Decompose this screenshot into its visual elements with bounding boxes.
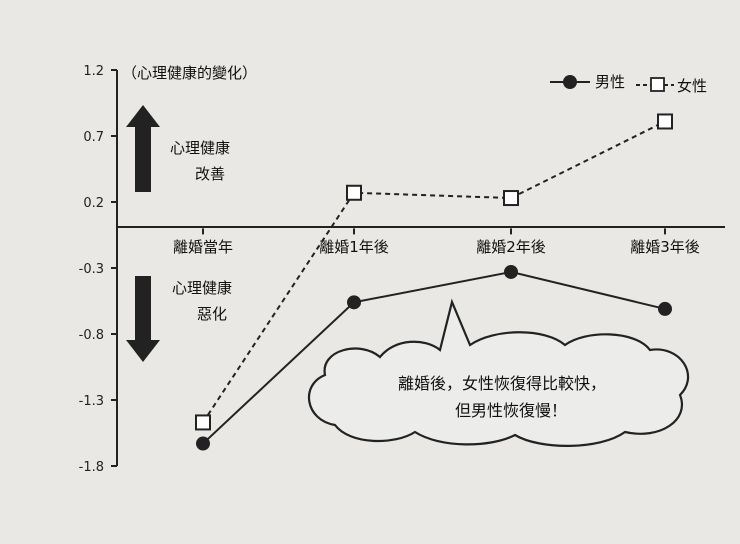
y-tick-label: 1.2 xyxy=(83,64,104,79)
male-series-line xyxy=(202,270,666,445)
male-point xyxy=(504,264,518,279)
legend: 男性 女性 xyxy=(550,73,707,95)
bubble-text-line2: 但男性恢復慢！ xyxy=(455,401,567,420)
y-tick-label: -0.3 xyxy=(79,262,104,277)
legend-female-marker xyxy=(650,77,665,92)
y-tick-label: 0.2 xyxy=(83,196,104,211)
female-point xyxy=(346,184,362,201)
up-arrow-icon xyxy=(126,105,160,192)
y-tick-label: -0.8 xyxy=(79,328,104,343)
bubble-text-line1: 離婚後，女性恢復得比較快， xyxy=(398,374,606,393)
worsen-label-line2: 惡化 xyxy=(197,305,227,323)
worsen-annotation: 心理健康 惡化 xyxy=(126,276,232,362)
down-arrow-icon xyxy=(126,276,160,362)
y-ticks: 1.2 0.7 0.2 -0.3 -0.8 -1.3 -1.8 xyxy=(79,64,117,475)
legend-male-label: 男性 xyxy=(595,73,625,91)
y-tick-label: -1.8 xyxy=(79,460,104,475)
female-point xyxy=(657,113,673,130)
female-point xyxy=(195,414,211,431)
male-point xyxy=(347,295,361,310)
category-label: 離婚3年後 xyxy=(630,238,700,256)
series-layer xyxy=(195,113,673,451)
category-label: 離婚當年 xyxy=(173,238,233,256)
female-point xyxy=(503,190,519,207)
improve-label-line2: 改善 xyxy=(195,165,225,183)
legend-female-label: 女性 xyxy=(677,77,707,95)
legend-male-marker xyxy=(563,75,577,89)
improve-annotation: 心理健康 改善 xyxy=(126,105,230,192)
y-axis-title: （心理健康的變化） xyxy=(122,64,257,82)
y-tick-label: -1.3 xyxy=(79,394,104,409)
speech-bubble-shape xyxy=(307,298,690,447)
y-tick-label: 0.7 xyxy=(83,130,104,145)
category-label: 離婚1年後 xyxy=(319,238,389,256)
worsen-label-line1: 心理健康 xyxy=(172,279,232,297)
male-point xyxy=(196,436,210,451)
speech-bubble: 離婚後，女性恢復得比較快， 但男性恢復慢！ xyxy=(307,298,690,447)
improve-label-line1: 心理健康 xyxy=(170,139,230,157)
category-labels: 離婚當年 離婚1年後 離婚2年後 離婚3年後 xyxy=(173,228,700,256)
category-label: 離婚2年後 xyxy=(476,238,546,256)
female-series-line xyxy=(202,120,666,423)
male-point xyxy=(658,301,672,316)
